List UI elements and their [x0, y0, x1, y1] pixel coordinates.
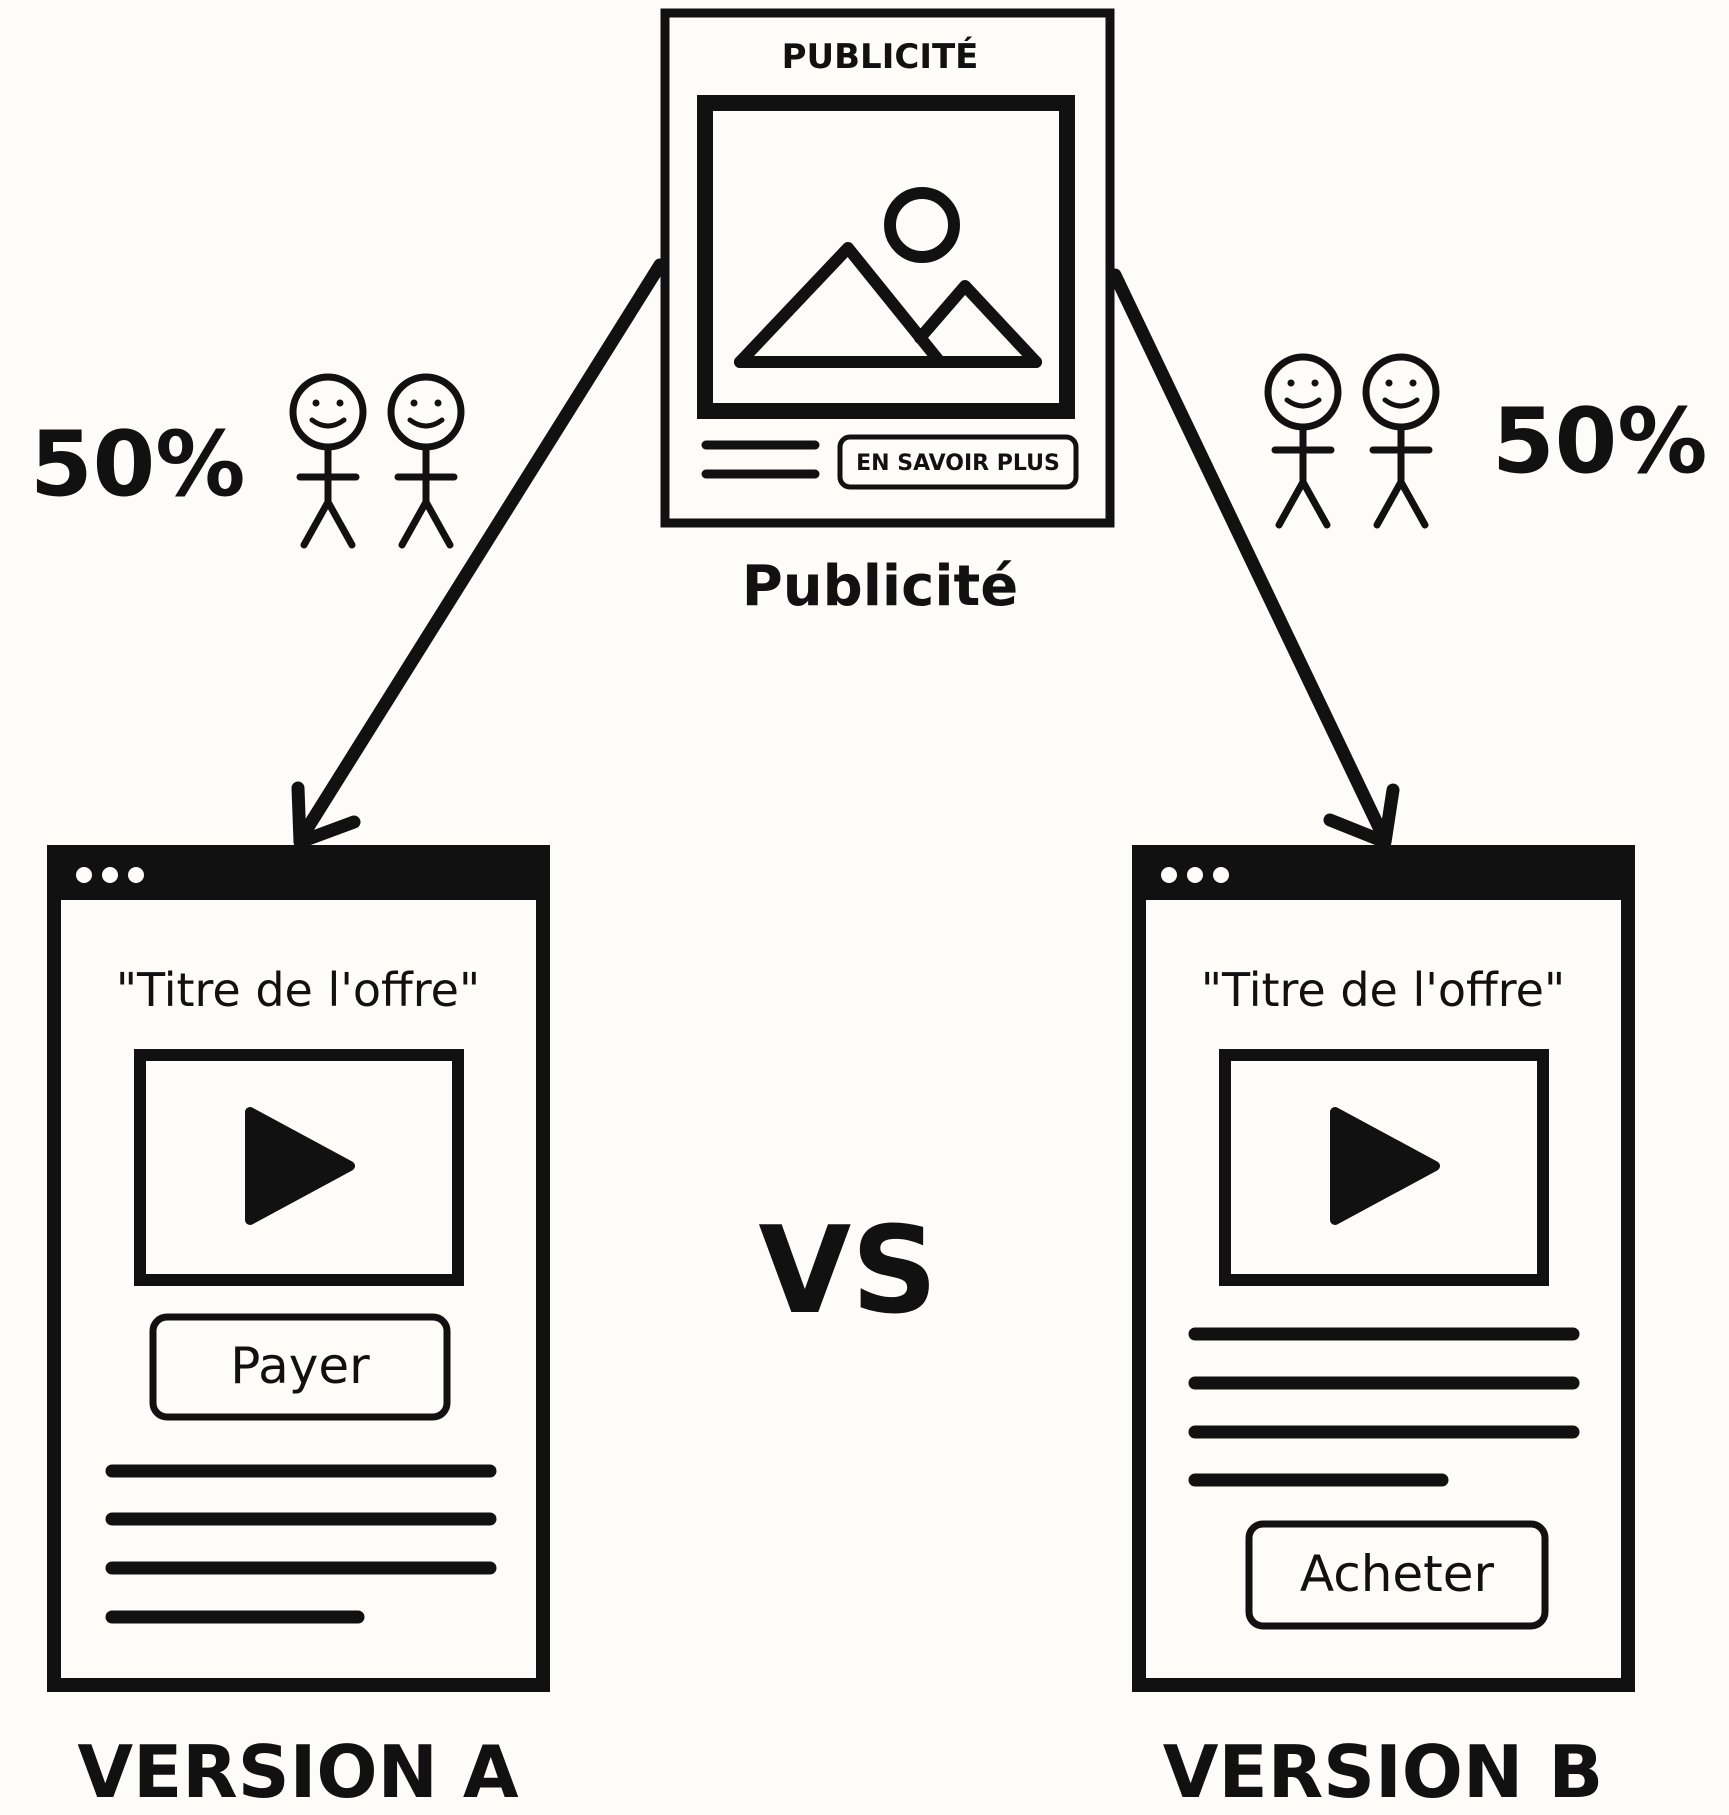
right-percent-label: 50%	[1492, 389, 1707, 494]
ad-caption: Publicité	[742, 554, 1019, 619]
browser-bar	[54, 852, 543, 900]
version-b-mockup: "Titre de l'offre" Acheter	[1132, 845, 1635, 1692]
version-a-caption: VERSION A	[77, 1730, 519, 1814]
versus-label: VS	[758, 1202, 937, 1341]
window-dots-icon	[76, 867, 144, 883]
pay-button[interactable]: Payer	[149, 1313, 451, 1421]
person-icon	[387, 373, 465, 549]
person-icon	[289, 373, 367, 549]
play-icon[interactable]	[245, 1107, 355, 1225]
arrow-to-version-b	[1108, 268, 1400, 849]
window-dots-icon	[1161, 867, 1229, 883]
ad-card: PUBLICITÉ EN SAVOIR PLUS	[660, 8, 1115, 528]
pay-button-label: Payer	[230, 1337, 370, 1395]
offer-title: "Titre de l'offre"	[116, 963, 480, 1017]
learn-more-label: EN SAVOIR PLUS	[856, 451, 1060, 476]
video-player[interactable]	[1219, 1049, 1549, 1286]
version-b-caption: VERSION B	[1163, 1730, 1603, 1814]
play-icon[interactable]	[1330, 1107, 1440, 1225]
ad-header-label: PUBLICITÉ	[782, 36, 979, 77]
offer-title: "Titre de l'offre"	[1201, 963, 1565, 1017]
arrow-to-version-a	[291, 258, 667, 849]
person-icon	[1362, 353, 1440, 529]
image-placeholder-icon	[697, 95, 1075, 419]
buy-button[interactable]: Acheter	[1245, 1520, 1549, 1630]
browser-bar	[1139, 852, 1628, 900]
video-player[interactable]	[134, 1049, 464, 1286]
version-a-mockup: "Titre de l'offre" Payer	[47, 845, 550, 1692]
left-percent-label: 50%	[30, 412, 245, 517]
person-icon	[1264, 353, 1342, 529]
buy-button-label: Acheter	[1300, 1545, 1495, 1603]
learn-more-button[interactable]: EN SAVOIR PLUS	[837, 434, 1079, 490]
